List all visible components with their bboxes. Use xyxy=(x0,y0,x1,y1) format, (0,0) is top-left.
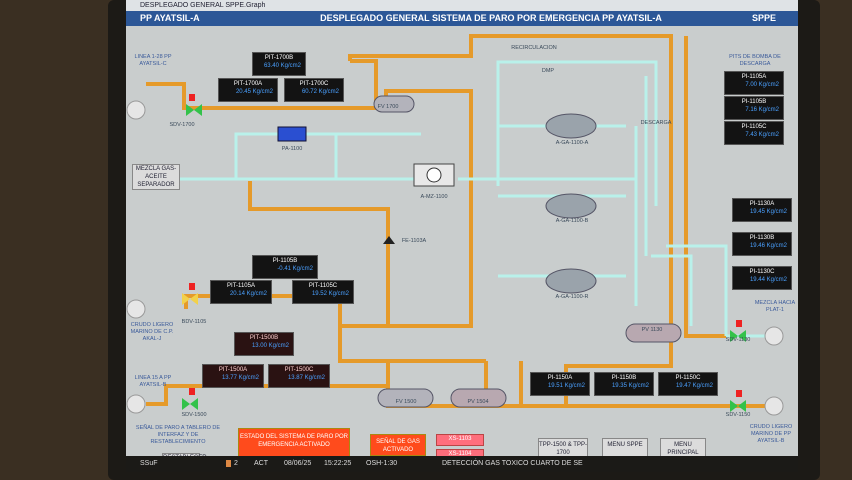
alarm-flag-icon xyxy=(226,460,231,467)
pv1500-label: FV 1500 xyxy=(395,399,417,405)
sdv1700-label: SDV-1700 xyxy=(169,122,195,128)
mezcla-separador-button[interactable]: MEZCLA GAS-ACEITE SEPARADOR xyxy=(132,164,180,190)
ga1100r-label: A-GA-1100-R xyxy=(555,294,589,300)
platform-name: PP AYATSIL-A xyxy=(140,13,200,23)
xs1103-button[interactable]: XS-1103 xyxy=(436,434,484,446)
amz1100-label: A-MZ-1100 xyxy=(420,194,448,200)
piping-diagram xyxy=(126,34,784,416)
page-title: DESPLEGADO GENERAL SISTEMA DE PARO POR E… xyxy=(320,13,662,23)
dmp-label: DMP xyxy=(541,68,555,74)
alarm-count: 2 xyxy=(234,460,238,467)
sdv1500-label: SDV-1500 xyxy=(181,412,207,418)
menu-principal-button[interactable]: MENU PRINCIPAL xyxy=(660,438,706,458)
alarm-message[interactable]: DETECCIÓN GAS TOXICO CUARTO DE SE xyxy=(442,460,583,467)
display-pi1105b[interactable]: PI-1105B-0.41 Kg/cm2 xyxy=(252,255,318,279)
pv1700-label: FV 1700 xyxy=(377,104,399,110)
outlet-mezcla-label: MEZCLA HACIA PLAT-1 xyxy=(754,300,796,313)
inlet-linea-label: LINEA 1-28 PP AYATSIL-C xyxy=(134,54,172,67)
status-left: SSuF xyxy=(140,460,158,467)
ga1100b-label: A-GA-1100-B xyxy=(555,218,589,224)
alarm-status-bar: SSuF 2 ACT 08/06/25 15:22:25 OSH-1:30 DE… xyxy=(126,456,798,472)
ga1100a-label: A-GA-1100-A xyxy=(555,140,589,146)
tpp-button[interactable]: TPP-1500 & TPP-1700 xyxy=(538,438,588,458)
inlet-linea15-label: LINEA 15 A PP AYATSIL-B xyxy=(134,375,172,388)
pipe-end-connectors xyxy=(126,100,784,416)
pa1100-label: PA-1100 xyxy=(281,146,303,152)
senal-paro-label: SEÑAL DE PARO A TABLERO DE INTERFAZ Y DE… xyxy=(135,425,221,445)
pits-label: PITS DE BOMBA DE DESCARGA xyxy=(729,54,781,67)
inlet-crudo-ligero-label: CRUDO LIGERO MARINO DE PP AYATSIL-B xyxy=(749,424,793,444)
descarga-label: DESCARGA xyxy=(640,120,672,126)
sdv1130-label: SDV-1130 xyxy=(725,337,751,343)
alarm-state: ACT xyxy=(254,460,268,467)
valves xyxy=(182,94,746,412)
menu-sppe-button[interactable]: MENU SPPE xyxy=(602,438,648,458)
alarm-date: 08/06/25 xyxy=(284,460,312,467)
pv1130-label: PV 1130 xyxy=(641,327,663,333)
bdv1105-label: BDV-1105 xyxy=(181,319,207,325)
orange-pipes xyxy=(146,34,766,408)
window-title: DESPLEGADO GENERAL SPPE.Graph xyxy=(140,2,266,9)
inlet-crudo-label: CRUDO LIGERO MARINO DE C.P. AKAL-J xyxy=(130,322,174,342)
sdv1150-label: SDV-1150 xyxy=(725,412,751,418)
pump-vessels xyxy=(277,95,682,408)
hmi-screen: DESPLEGADO GENERAL SPPE.Graph PP AYATSIL… xyxy=(126,0,798,472)
pv1504-label: PV 1504 xyxy=(467,399,489,405)
alarm-code: OSH-1:30 xyxy=(366,460,398,467)
page-header: PP AYATSIL-A DESPLEGADO GENERAL SISTEMA … xyxy=(126,11,798,26)
window-title-bar: DESPLEGADO GENERAL SPPE.Graph xyxy=(126,0,798,11)
senal-gas-alarm[interactable]: SEÑAL DE GAS ACTIVADO xyxy=(370,434,426,456)
recirculacion-label: RECIRCULACION xyxy=(511,45,557,51)
alarm-time: 15:22:25 xyxy=(324,460,352,467)
fe1103a-label: FE-1103A xyxy=(401,238,427,244)
system-name: SPPE xyxy=(751,13,776,23)
